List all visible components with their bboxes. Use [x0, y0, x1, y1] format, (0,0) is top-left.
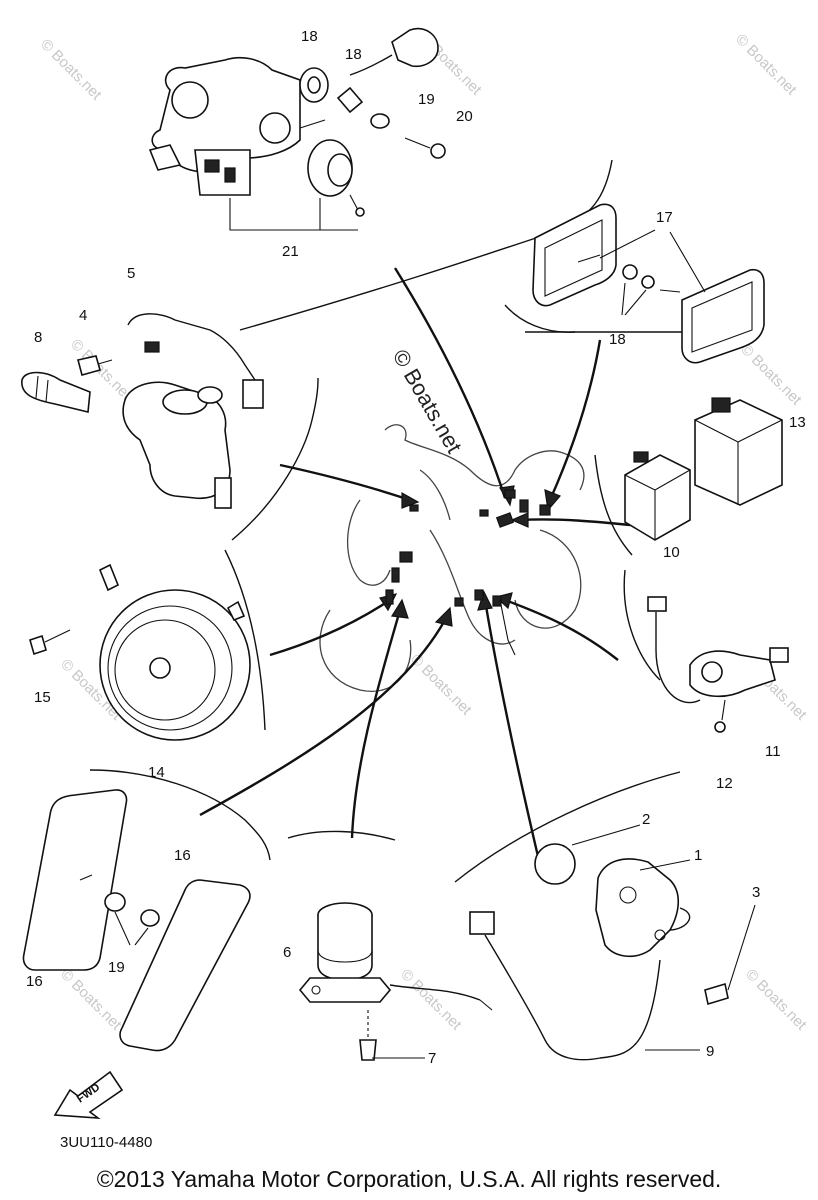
copyright-notice: ©2013 Yamaha Motor Corporation, U.S.A. A…	[96, 1166, 722, 1192]
part-12-screw	[714, 721, 726, 733]
part-11-sensor	[647, 596, 789, 733]
callout-16-left: 16	[26, 973, 43, 990]
callout-13: 13	[789, 414, 806, 431]
callout-22: 20	[456, 108, 473, 125]
part-22-bolt	[404, 137, 431, 149]
callout-12: 12	[716, 775, 733, 792]
part-21-washer	[370, 113, 390, 129]
callout-4: 4	[79, 307, 87, 324]
callout-14: 14	[148, 764, 165, 781]
part-relays	[624, 397, 783, 541]
part-6-actuator	[298, 902, 493, 1061]
part-4-sensor	[77, 355, 101, 376]
watermark-tile: © Boats.net	[737, 341, 805, 409]
part-9-connector	[469, 911, 495, 935]
callout-9: 9	[706, 1043, 714, 1060]
callout-2: 2	[642, 811, 650, 828]
callout-3: 3	[752, 884, 760, 901]
watermark-center: © Boats.net	[388, 345, 467, 457]
callout-21: 19	[418, 91, 435, 108]
part-sensor-assembly	[148, 28, 446, 231]
watermark-tile: © Boats.net	[57, 966, 125, 1034]
part-8-switch	[21, 371, 91, 413]
callout-7: 7	[428, 1050, 436, 1067]
callout-11: 11	[765, 743, 781, 760]
callout-10: 10	[663, 544, 680, 561]
part-20-collar	[336, 86, 364, 114]
watermark-tiles: © Boats.net © Boats.net © Boats.net © Bo…	[37, 31, 810, 1034]
callout-8: 8	[34, 329, 42, 346]
callout-23: 21	[282, 243, 299, 260]
callout-16-right: 16	[174, 847, 191, 864]
callout-20: 18	[345, 46, 362, 63]
part-1-cover	[595, 858, 680, 958]
part-15-bolt	[29, 634, 47, 656]
watermark-tile: © Boats.net	[397, 966, 465, 1034]
callout-19: 18	[301, 28, 318, 45]
harness-connectors	[385, 489, 551, 656]
part-18-nut	[104, 892, 126, 912]
watermark-tile: © Boats.net	[742, 966, 810, 1034]
part-7-bolt	[359, 1039, 377, 1061]
callout-1: 1	[694, 847, 702, 864]
callout-5: 5	[127, 265, 135, 282]
part-cover-assembly	[469, 824, 756, 1061]
part-sensors-left	[21, 313, 264, 509]
callout-17: 17	[656, 209, 673, 226]
callout-15: 15	[34, 689, 51, 706]
motorcycle-outline	[319, 424, 585, 692]
callout-6: 6	[283, 944, 291, 961]
watermark-tile: © Boats.net	[37, 36, 105, 104]
part-16-side-reflectors	[22, 789, 251, 1052]
section-dividers	[89, 159, 690, 883]
part-10-relay	[624, 454, 691, 541]
watermark-tile: © Boats.net	[732, 31, 800, 99]
callout-numbers: 18 18 19 20 21 17 18 5 4 8 13 10 15 14 1…	[26, 28, 806, 1067]
callout-18-bottom: 19	[108, 959, 125, 976]
part-17-rear-reflectors	[532, 203, 765, 364]
part-11-connector	[647, 596, 667, 612]
part-3-screw	[704, 982, 729, 1006]
part-2-oring	[534, 843, 576, 885]
diagram-code: 3UU110-4480	[60, 1134, 152, 1151]
fwd-arrow: FWD	[53, 1070, 124, 1119]
part-5-connector	[242, 379, 264, 409]
part-14-horn	[29, 563, 251, 741]
callout-18-top: 18	[609, 331, 626, 348]
